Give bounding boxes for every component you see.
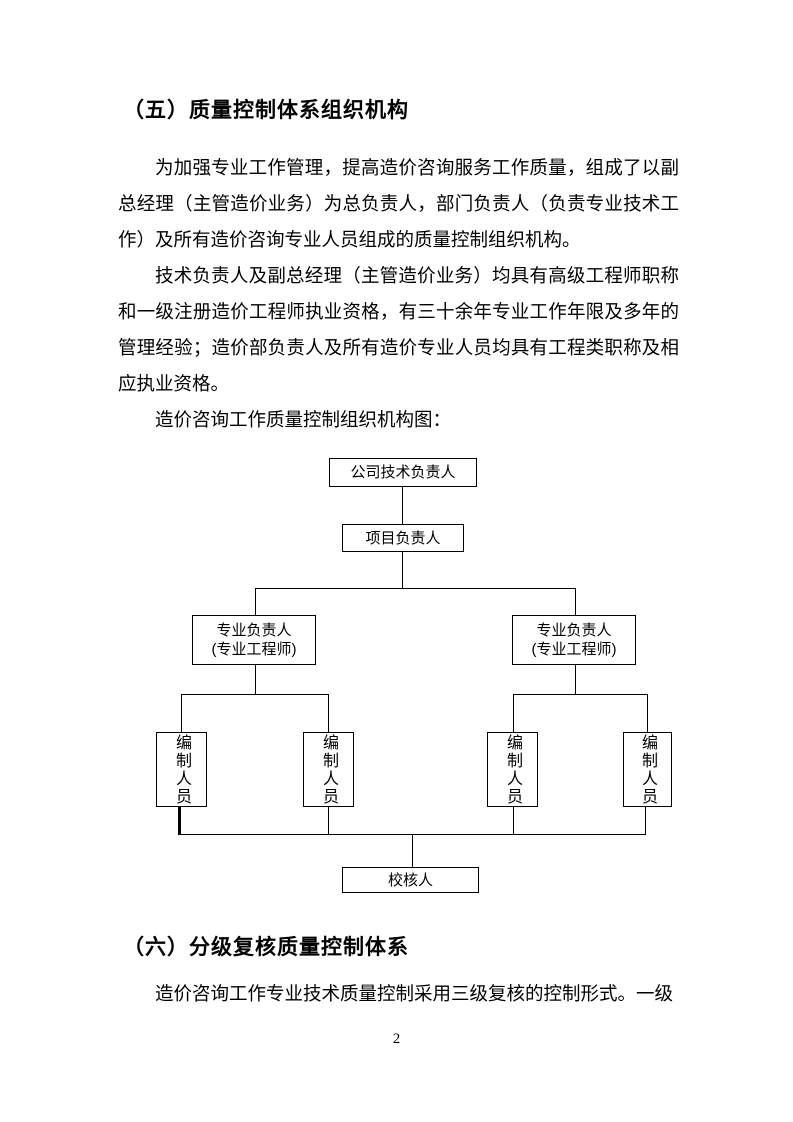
node-label: 专业负责人 (专业工程师): [531, 622, 617, 658]
node-label: 专业负责人 (专业工程师): [211, 622, 297, 658]
node-compiler-3: 编制人员: [487, 732, 538, 807]
connector-line: [412, 834, 413, 867]
paragraph: 为加强专业工作管理，提高造价咨询服务工作质量，组成了以副总经理（主管造价业务）为…: [118, 159, 679, 251]
connector-line: [255, 588, 576, 589]
node-label: 项目负责人: [365, 529, 441, 547]
connector-line: [575, 588, 576, 615]
page-number: 2: [392, 1031, 401, 1047]
node-specialty-leader-left: 专业负责人 (专业工程师): [192, 615, 316, 665]
node-company-tech-leader: 公司技术负责人: [329, 458, 477, 487]
node-compiler-1: 编制人员: [156, 732, 207, 807]
section-heading-5: （五）质量控制体系组织机构: [123, 99, 409, 122]
section-5-body: 为加强专业工作管理，提高造价咨询服务工作质量，组成了以副总经理（主管造价业务）为…: [118, 151, 679, 439]
paragraph: 技术负责人及副总经理（主管造价业务）均具有高级工程师职称和一级注册造价工程师执业…: [118, 267, 679, 395]
section-heading-6: （六）分级复核质量控制体系: [123, 936, 409, 959]
connector-line: [178, 807, 181, 835]
paragraph: 造价咨询工作专业技术质量控制采用三级复核的控制形式。一级: [155, 985, 674, 1005]
connector-line: [402, 487, 403, 524]
connector-line: [181, 694, 182, 732]
connector-line: [255, 665, 256, 694]
node-label: 编制人员: [504, 733, 521, 806]
connector-line: [575, 665, 576, 694]
node-label: 编制人员: [639, 733, 656, 806]
connector-line: [645, 807, 646, 835]
node-specialty-leader-right: 专业负责人 (专业工程师): [512, 615, 636, 665]
connector-line: [328, 694, 329, 732]
connector-line: [255, 588, 256, 615]
node-project-leader: 项目负责人: [342, 524, 464, 552]
node-label: 校核人: [387, 871, 433, 889]
connector-line: [402, 552, 403, 588]
connector-line: [328, 807, 329, 835]
section-6-body: 造价咨询工作专业技术质量控制采用三级复核的控制形式。一级: [118, 977, 679, 1013]
paragraph: 造价咨询工作质量控制组织机构图：: [155, 411, 452, 431]
node-label: 编制人员: [173, 733, 190, 806]
node-checker: 校核人: [342, 867, 479, 893]
node-label: 编制人员: [320, 733, 337, 806]
connector-line: [513, 807, 514, 835]
connector-line: [513, 694, 514, 732]
node-compiler-4: 编制人员: [623, 732, 672, 807]
connector-line: [181, 694, 329, 695]
node-label: 公司技术负责人: [350, 464, 456, 481]
node-compiler-2: 编制人员: [303, 732, 354, 807]
connector-line: [513, 694, 648, 695]
connector-line: [647, 694, 648, 732]
